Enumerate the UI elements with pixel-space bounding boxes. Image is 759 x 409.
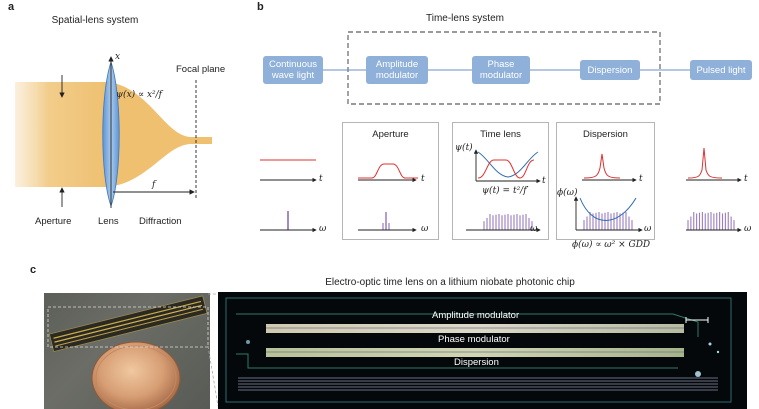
dispersion-w-label: ω (644, 224, 652, 234)
x-axis-label: x (115, 52, 121, 62)
timelens-red-pulse (477, 159, 535, 179)
flow-box-phase-modulator: Phase modulator (472, 56, 530, 84)
diffracted-beam (110, 82, 212, 187)
panel-a-letter: a (8, 1, 15, 13)
dispersion-waveguides (238, 377, 718, 391)
chip-on-coin-illustration (47, 295, 209, 409)
timelens-equation: ψ(t) = t²/f′ (482, 186, 529, 196)
coin (91, 341, 181, 409)
chip-label-phase-modulator: Phase modulator (438, 334, 510, 345)
pulsed-red-peak (687, 147, 723, 179)
cw-w-label: ω (319, 224, 327, 234)
flow-box-dispersion: Dispersion (580, 60, 640, 80)
dispersion-red-peak (583, 153, 621, 179)
pulsed-t-label: t (744, 174, 748, 184)
dispersion-blue-parabola (579, 197, 637, 221)
amplitude-modulator-waveguide (266, 324, 684, 333)
panel-b-title: Time-lens system (426, 13, 504, 24)
cw-t-label: t (319, 174, 323, 184)
flow-box-amplitude-modulator: Amplitude modulator (366, 56, 428, 84)
dispersion-t-label: t (639, 174, 643, 184)
flow-box-pulsed-light: Pulsed light (690, 60, 752, 80)
phase-modulator-waveguide (266, 348, 684, 357)
chip-on-coin-photo (44, 293, 210, 409)
spatial-phase-equation: ψ(x) ∝ x²/f (116, 90, 163, 100)
flow-box-cw-light: Continuous wave light (263, 56, 323, 84)
chip-label-amplitude-modulator: Amplitude modulator (432, 310, 520, 321)
coin-rim (95, 345, 177, 409)
aperture-t-label: t (421, 174, 425, 184)
phi-w-label: ϕ(ω) (557, 188, 578, 198)
focal-plane-label: Focal plane (176, 64, 226, 75)
focal-length-label: f (152, 180, 156, 190)
pulsed-spectrum (687, 212, 735, 230)
chip-micrograph: Amplitude modulator Phase modulator Disp… (218, 292, 747, 409)
psi-t-label: ψ(t) (455, 143, 473, 153)
zoom-region-box (47, 306, 209, 348)
dispersion-box-title: Dispersion (583, 129, 628, 140)
pulsed-w-label: ω (744, 224, 752, 234)
chip-micrograph-illustration (225, 297, 732, 403)
timelens-spectrum (483, 214, 533, 230)
panel-c-title: Electro-optic time lens on a lithium nio… (325, 277, 575, 288)
chip (48, 295, 208, 353)
timelens-w-label: ω (530, 224, 538, 234)
lens-label: Lens (98, 216, 119, 227)
timelens-t-label: t (542, 176, 546, 186)
timelens-blue-phase (477, 151, 539, 178)
dispersion-equation: ϕ(ω) ∝ ω² × GDD (572, 240, 651, 250)
aperture-label: Aperture (35, 216, 72, 227)
panel-c-letter: c (30, 264, 37, 276)
incident-beam (15, 82, 110, 187)
diffraction-label: Diffraction (139, 216, 182, 227)
panel-a-title: Spatial-lens system (51, 15, 139, 26)
time-lens-dashed-frame (347, 31, 661, 105)
panel-b-letter: b (257, 1, 264, 13)
aperture-box-title: Aperture (372, 129, 409, 140)
chip-label-dispersion: Dispersion (454, 357, 499, 368)
time-lens-box-title: Time lens (480, 129, 521, 140)
aperture-w-label: ω (421, 224, 429, 234)
aperture-box: Aperture (342, 122, 439, 240)
chip-outline (225, 297, 732, 403)
aperture-red-pulse (358, 163, 418, 179)
